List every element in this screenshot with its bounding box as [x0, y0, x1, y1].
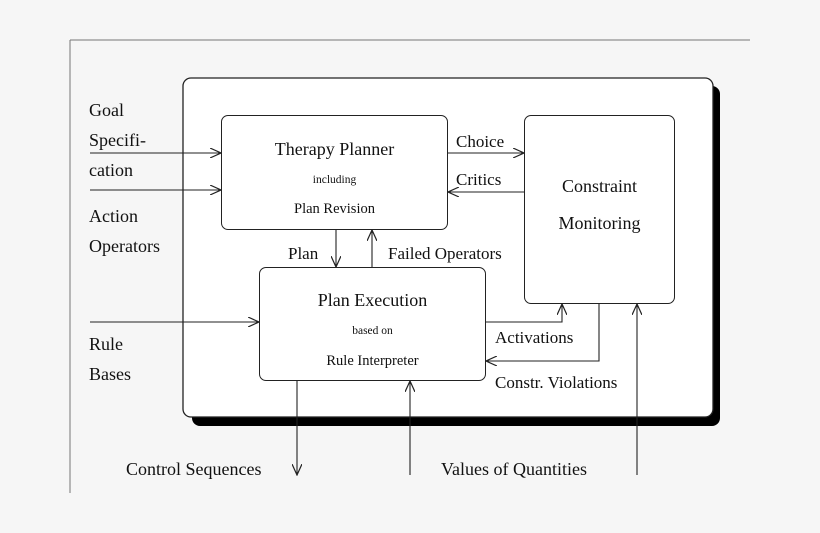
choice-label: Choice	[456, 132, 505, 151]
therapy-planner-box: Therapy Planner including Plan Revision	[221, 115, 448, 230]
plan-execution-box: Plan Execution based on Rule Interpreter	[259, 267, 486, 381]
goal-label-line2: Specifi-	[89, 130, 146, 150]
constraint-monitoring-line1: Constraint	[562, 176, 637, 196]
constraint-monitoring-box: Constraint Monitoring	[524, 115, 675, 304]
constr-violations-arrow	[486, 304, 600, 361]
values-of-quantities-label: Values of Quantities	[441, 459, 587, 479]
plan-label: Plan	[288, 244, 319, 263]
action-label-line1: Action	[89, 206, 138, 226]
therapy-planner-including: including	[312, 174, 357, 186]
constr-violations-label: Constr. Violations	[495, 373, 618, 392]
activations-label: Activations	[495, 328, 574, 347]
rule-label-line1: Rule	[89, 334, 123, 354]
activations-arrow	[486, 304, 562, 323]
therapy-planner-title: Therapy Planner	[274, 139, 395, 159]
plan-execution-title: Plan Execution	[317, 290, 428, 310]
goal-label-line3: cation	[89, 160, 133, 180]
plan-execution-based-on: based on	[352, 325, 393, 337]
rule-label-line2: Bases	[89, 364, 131, 384]
control-sequences-label: Control Sequences	[126, 459, 262, 479]
action-label-line2: Operators	[89, 236, 160, 256]
plan-execution-detail: Rule Interpreter	[326, 353, 419, 369]
constraint-monitoring-line2: Monitoring	[558, 213, 641, 233]
therapy-planner-detail: Plan Revision	[294, 201, 375, 217]
failed-operators-label: Failed Operators	[388, 244, 502, 263]
critics-label: Critics	[456, 170, 502, 189]
goal-label-line1: Goal	[89, 100, 124, 120]
